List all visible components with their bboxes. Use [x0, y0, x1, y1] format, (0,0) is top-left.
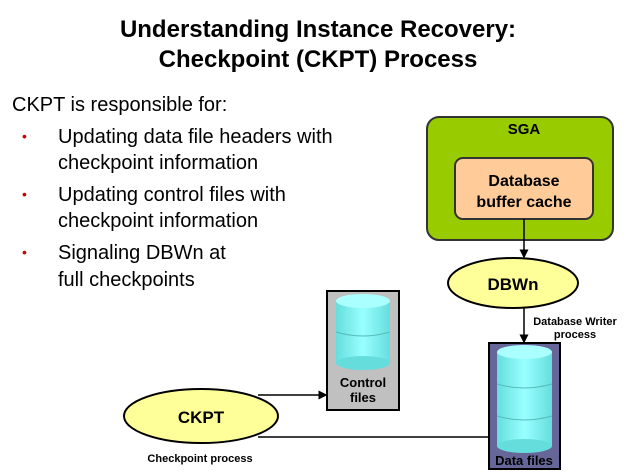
control-files-label-line1: Control	[340, 375, 386, 390]
bullet-1-line1: Updating data file headers with	[58, 126, 333, 148]
control-files-cylinder-icon	[335, 294, 391, 370]
control-files-label-line2: files	[350, 390, 376, 405]
buffer-cache-label-line1: Database	[488, 173, 559, 190]
intro-text: CKPT is responsible for:	[12, 94, 228, 116]
bullet-dot: •	[22, 186, 27, 202]
bullet-3-line1: Signaling DBWn at	[58, 242, 226, 264]
bullet-dot: •	[22, 128, 27, 144]
ckpt-label: CKPT	[178, 408, 225, 427]
slide-title-line1: Understanding Instance Recovery:	[119, 16, 517, 43]
buffer-cache-label-line2: buffer cache	[476, 194, 571, 211]
bullet-3-line2: full checkpoints	[58, 269, 195, 291]
dbwn-caption-line2: process	[554, 329, 596, 341]
dbwn-ellipse	[447, 257, 579, 309]
data-files-label: Data files	[495, 453, 553, 468]
ckpt-caption: Checkpoint process	[147, 453, 252, 465]
dbwn-caption-line1: Database Writer	[533, 316, 617, 328]
bullet-2-line1: Updating control files with	[58, 184, 286, 206]
bullet-1-line2: checkpoint information	[58, 152, 259, 174]
bullet-2-line2: checkpoint information	[58, 210, 259, 232]
dbwn-label: DBWn	[488, 275, 539, 294]
slide-title-line2: Checkpoint (CKPT) Process	[158, 46, 478, 73]
sga-label: SGA	[508, 121, 541, 138]
ckpt-ellipse	[123, 388, 279, 444]
data-files-cylinder-icon	[496, 345, 553, 453]
bullet-dot: •	[22, 244, 27, 260]
